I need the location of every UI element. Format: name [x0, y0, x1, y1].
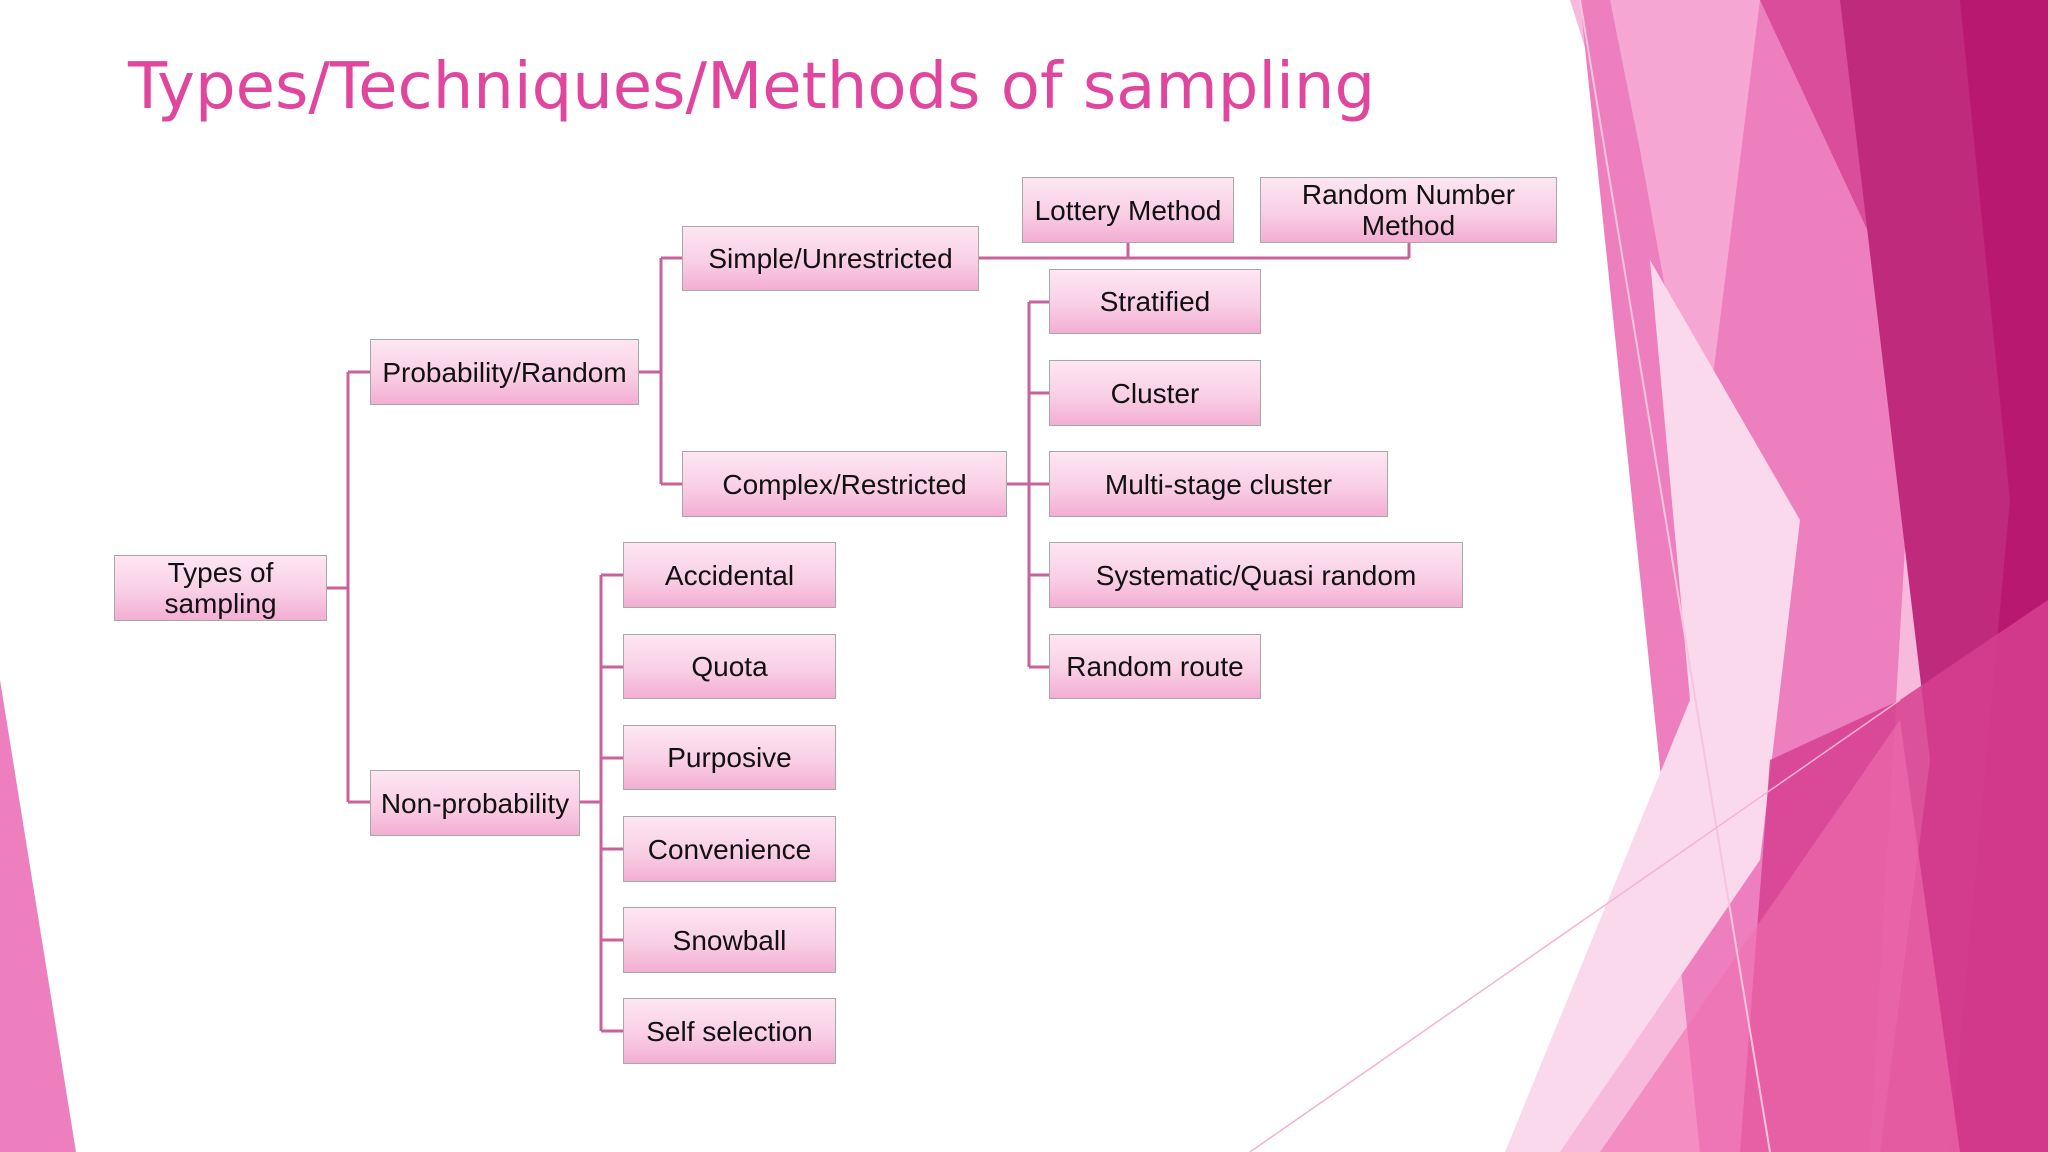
bg-line	[1249, 699, 1901, 1152]
node-probability-random: Probability/Random	[370, 339, 639, 405]
bg-facet-bottom-light	[1600, 720, 1960, 1152]
node-random-number-method: Random Number Method	[1260, 177, 1557, 243]
node-complex-restricted: Complex/Restricted	[682, 451, 1007, 517]
node-systematic-quasi-random: Systematic/Quasi random	[1049, 542, 1463, 608]
bg-facet-pale	[1505, 260, 1800, 1152]
node-self-selection: Self selection	[623, 998, 836, 1064]
node-cluster: Cluster	[1049, 360, 1261, 426]
slide-title: Types/Techniques/Methods of sampling	[128, 50, 1376, 124]
node-simple-unrestricted: Simple/Unrestricted	[682, 226, 979, 291]
node-stratified: Stratified	[1049, 269, 1261, 334]
node-non-probability: Non-probability	[370, 770, 580, 836]
node-accidental: Accidental	[623, 542, 836, 608]
bg-facet-white	[1610, 0, 1760, 480]
node-purposive: Purposive	[623, 725, 836, 790]
bg-facet-left	[0, 680, 76, 1152]
node-random-route: Random route	[1049, 634, 1261, 699]
node-snowball: Snowball	[623, 907, 836, 973]
node-lottery-method: Lottery Method	[1022, 177, 1234, 243]
node-multi-stage-cluster: Multi-stage cluster	[1049, 451, 1388, 517]
node-convenience: Convenience	[623, 816, 836, 882]
node-types-of-sampling: Types of sampling	[114, 555, 327, 621]
node-quota: Quota	[623, 634, 836, 699]
bg-line	[1579, 0, 1771, 1152]
